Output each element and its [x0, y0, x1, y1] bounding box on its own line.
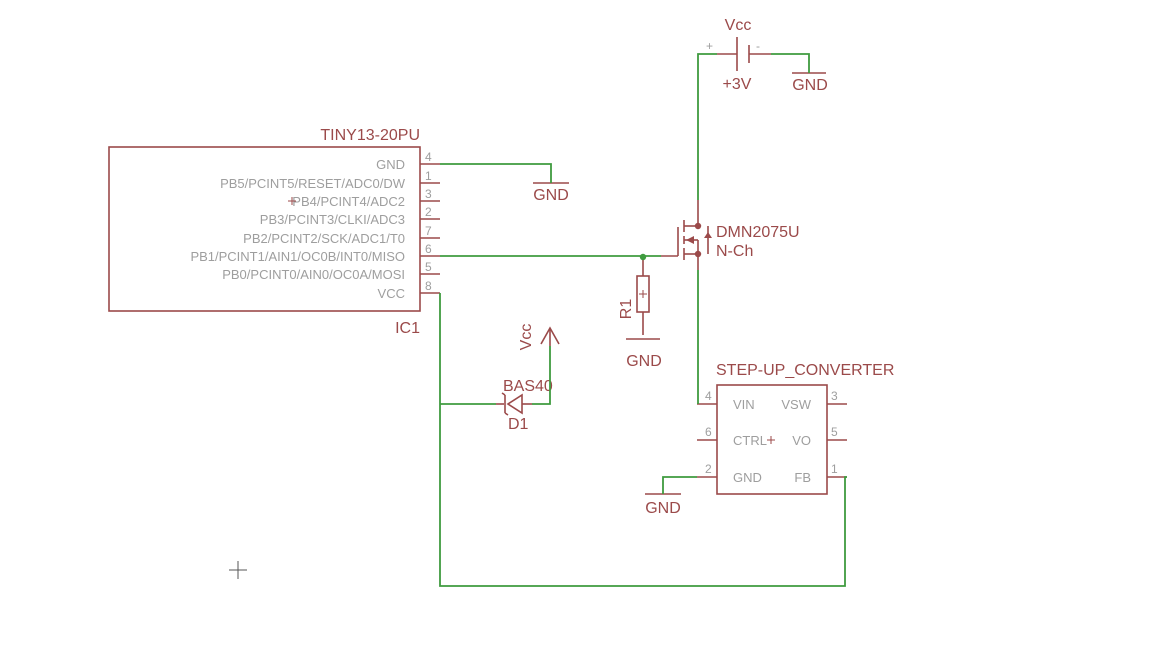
mosfet-junction-dot [694, 222, 702, 230]
resistor-origin-cross-icon [639, 290, 647, 298]
mosfet-part[interactable]: DMN2075U N-Ch [661, 200, 800, 270]
mosfet-diode-icon [704, 232, 712, 238]
ic1-value-label: TINY13-20PU [320, 127, 420, 144]
gnd-label: GND [533, 187, 569, 204]
ic1-pin-label: PB1/PCINT1/AIN1/OC0B/INT0/MISO [190, 249, 405, 264]
wire-converter-gnd[interactable] [662, 476, 697, 494]
ic1-body [108, 146, 421, 312]
converter-pin-number: 2 [705, 462, 712, 476]
ic1-pin-label: PB5/PCINT5/RESET/ADC0/DW [220, 176, 406, 191]
converter-part[interactable]: STEP-UP_CONVERTER VIN 4 CTRL 6 GND 2 VSW… [697, 362, 894, 495]
ic1-pin-number: 1 [425, 169, 432, 183]
mosfet-value-label: DMN2075U [716, 224, 800, 241]
ic1-pin-label: VCC [378, 286, 405, 301]
converter-pin-label: VIN [733, 397, 755, 412]
diode-d1[interactable]: BAS40 D1 [496, 378, 553, 433]
converter-pin-label: CTRL [733, 433, 767, 448]
ic1-pin-number: 2 [425, 205, 432, 219]
ic1-pin-number: 8 [425, 279, 432, 293]
converter-pin-number: 1 [831, 462, 838, 476]
battery-part[interactable]: Vcc +3V + - [706, 17, 771, 93]
gnd-symbol-ic1[interactable]: GND [533, 182, 569, 204]
ic1-pin-label: PB0/PCINT0/AIN0/OC0A/MOSI [222, 267, 405, 282]
converter-pin-label: VO [792, 433, 811, 448]
converter-pin-number: 4 [705, 389, 712, 403]
mosfet-arrow-icon [686, 236, 694, 244]
wire-battery-drain[interactable] [697, 53, 717, 200]
ic1-origin-cross-icon [288, 197, 296, 205]
battery-name-label: Vcc [725, 17, 752, 34]
mosfet-junction-dot [694, 250, 702, 258]
cursor-crosshair-icon [229, 561, 247, 579]
ic1-pin-label: PB2/PCINT2/SCK/ADC1/T0 [243, 231, 405, 246]
ic1-pin-label: GND [376, 157, 405, 172]
ic1-part[interactable]: TINY13-20PU IC1 GND 4 PB5/PCINT5/RESET/A… [108, 127, 440, 337]
diode-triangle-icon [506, 393, 523, 415]
ic1-pin-number: 3 [425, 187, 432, 201]
vcc-supply-label: Vcc [518, 324, 535, 351]
resistor-name-label: R1 [618, 299, 635, 320]
gnd-label: GND [626, 353, 662, 370]
converter-pin-label: GND [733, 470, 762, 485]
ic1-pin-label: PB3/PCINT3/CLKI/ADC3 [260, 212, 405, 227]
wires [439, 53, 847, 587]
ic1-pin-number: 7 [425, 224, 432, 238]
ic1-pin-number: 5 [425, 260, 432, 274]
converter-pin-label: FB [794, 470, 811, 485]
converter-pin-number: 5 [831, 425, 838, 439]
ic1-name-label: IC1 [395, 320, 420, 337]
battery-value-label: +3V [723, 76, 752, 93]
battery-minus-sign: - [756, 39, 760, 53]
mosfet-type-label: N-Ch [716, 243, 753, 260]
battery-plus-sign: + [706, 39, 713, 53]
vcc-supply-symbol[interactable]: Vcc [518, 324, 560, 351]
wire-diode-vcc[interactable] [532, 346, 551, 405]
diode-name-label: D1 [508, 416, 529, 433]
ic1-pin-number: 4 [425, 150, 432, 164]
gnd-label: GND [645, 500, 681, 517]
wire-junction-dot [639, 253, 647, 261]
converter-pin-number: 3 [831, 389, 838, 403]
diode-schottky-hooks [501, 392, 509, 416]
wire-ic-gnd[interactable] [440, 163, 552, 183]
ic1-pin-label: PB4/PCINT4/ADC2 [292, 194, 405, 209]
resistor-r1[interactable]: R1 [618, 258, 650, 335]
converter-name-label: STEP-UP_CONVERTER [716, 362, 894, 379]
converter-pin-number: 6 [705, 425, 712, 439]
wire-vcc-fb[interactable] [439, 293, 847, 587]
gnd-symbol-r1[interactable]: GND [626, 338, 662, 370]
diode-value-label: BAS40 [503, 378, 553, 395]
gnd-symbol-battery[interactable]: GND [792, 72, 828, 94]
ic1-pin-number: 6 [425, 242, 432, 256]
gnd-label: GND [792, 77, 828, 94]
wire-battery-gnd[interactable] [771, 53, 810, 73]
converter-origin-cross-icon [767, 436, 775, 444]
gnd-symbol-converter[interactable]: GND [645, 493, 681, 517]
converter-pin-label: VSW [781, 397, 811, 412]
